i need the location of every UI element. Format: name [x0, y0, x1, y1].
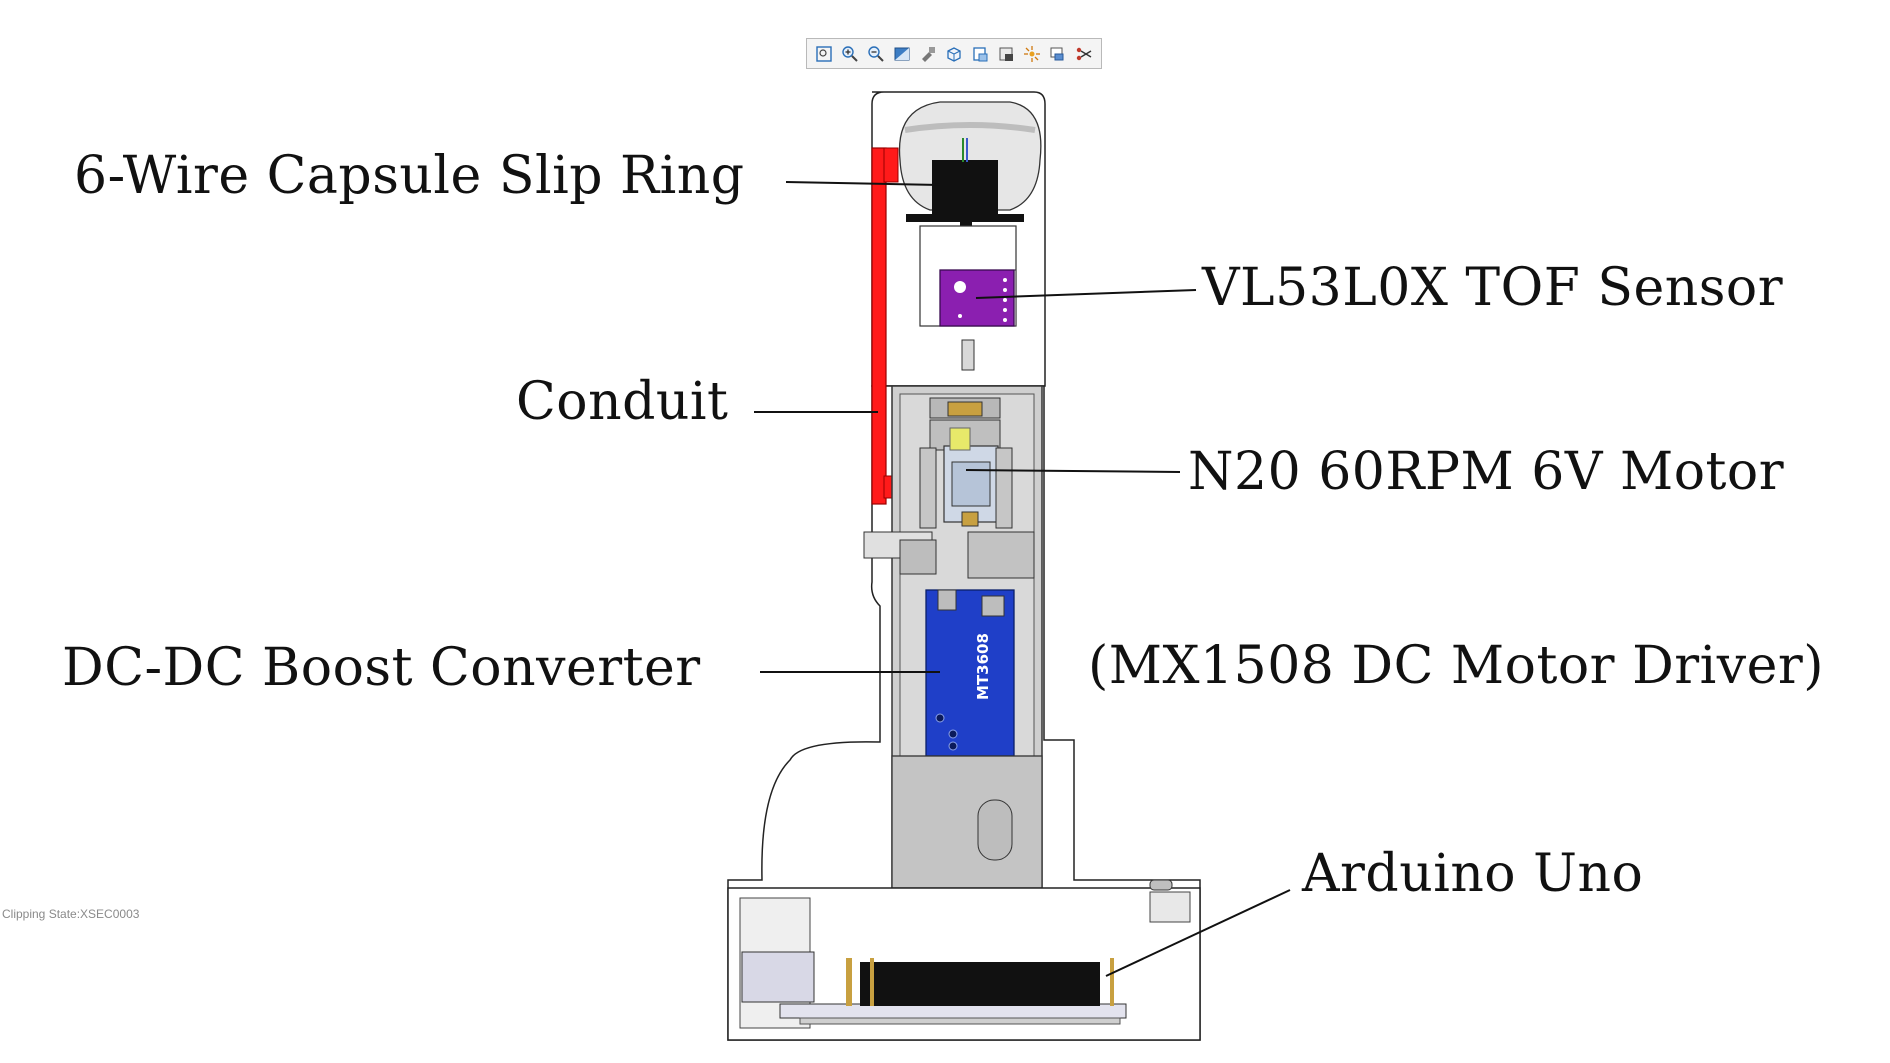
apply-scene-icon[interactable] [1047, 43, 1069, 65]
slip-ring-body [932, 160, 998, 220]
label-conduit: Conduit [516, 372, 729, 432]
label-motor: N20 60RPM 6V Motor [1188, 442, 1785, 502]
label-tof-sensor: VL53L0X TOF Sensor [1202, 258, 1784, 318]
zoom-to-fit-icon[interactable] [813, 43, 835, 65]
clipping-state-text: Clipping State:XSEC0003 [2, 907, 140, 921]
arduino-board [779, 1003, 1127, 1019]
label-boost-converter: DC-DC Boost Converter [62, 638, 701, 698]
label-slip-ring: 6-Wire Capsule Slip Ring [74, 146, 745, 206]
conduit [871, 147, 887, 505]
board-label: MT3608 [974, 633, 992, 700]
hide-show-icon[interactable] [995, 43, 1017, 65]
edit-appearance-icon[interactable] [1021, 43, 1043, 65]
view-toolbar [806, 38, 1102, 69]
display-style-icon[interactable] [969, 43, 991, 65]
view-orientation-icon[interactable] [943, 43, 965, 65]
zoom-area-icon[interactable] [891, 43, 913, 65]
label-arduino: Arduino Uno [1302, 844, 1644, 904]
zoom-in-icon[interactable] [839, 43, 861, 65]
zoom-out-icon[interactable] [865, 43, 887, 65]
section-view-icon[interactable] [1073, 43, 1095, 65]
rotate-icon[interactable] [917, 43, 939, 65]
label-motor-driver: (MX1508 DC Motor Driver) [1088, 636, 1825, 696]
